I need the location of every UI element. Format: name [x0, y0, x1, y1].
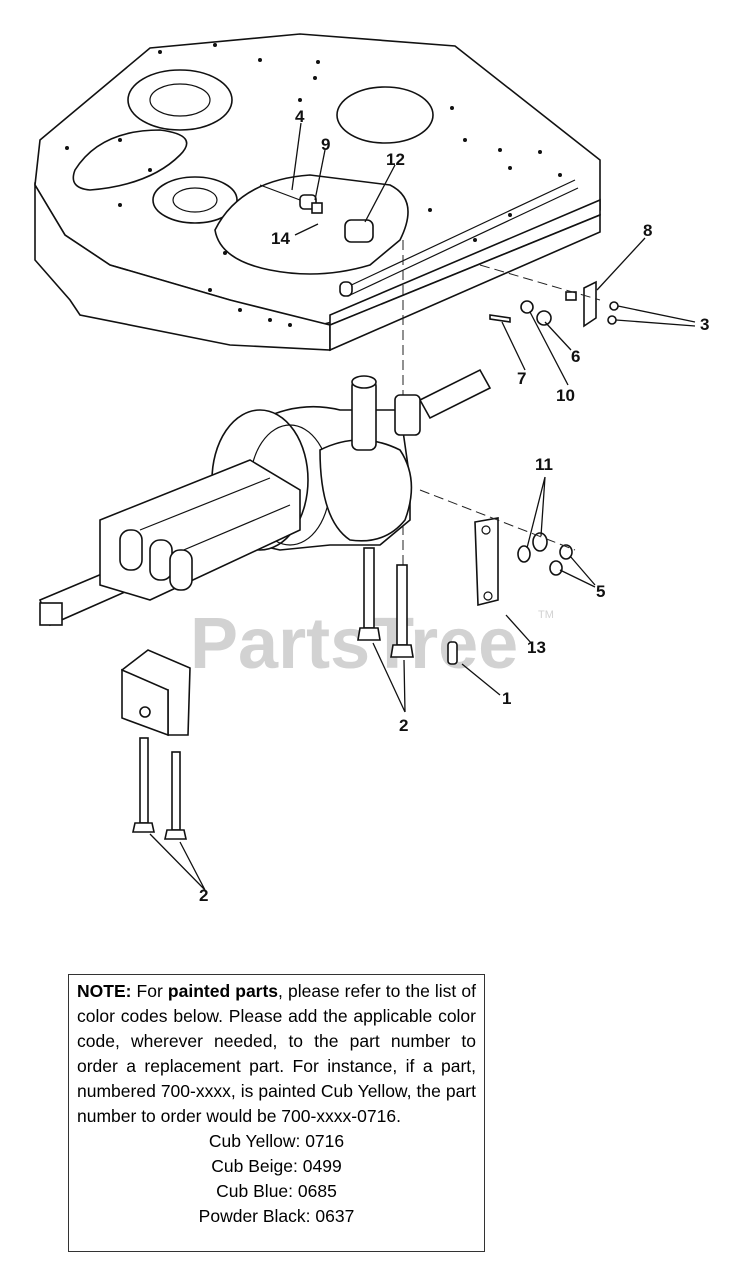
color-code-cub-blue: Cub Blue: 0685	[216, 1181, 337, 1201]
callout-5: 5	[596, 582, 605, 601]
painted-parts-note: NOTE: For painted parts, please refer to…	[68, 974, 485, 1252]
note-paragraph: NOTE: For painted parts, please refer to…	[77, 979, 476, 1129]
shift-bracket	[479, 264, 619, 328]
note-text-1: For	[131, 981, 168, 1001]
transaxle	[38, 368, 492, 658]
callout-6: 6	[571, 347, 580, 366]
frame-plate	[34, 33, 601, 352]
callout-8: 8	[643, 221, 652, 240]
note-label: NOTE:	[77, 981, 132, 1001]
parts-diagram: PartsTree TM	[34, 33, 709, 905]
callout-10: 10	[556, 386, 575, 405]
shift-lever	[419, 489, 576, 665]
watermark-text: PartsTree	[190, 604, 518, 684]
mounting-bracket	[121, 649, 191, 840]
leader-lines	[149, 122, 696, 891]
callout-12: 12	[386, 150, 405, 169]
callout-7: 7	[517, 369, 526, 388]
callout-1: 1	[502, 689, 511, 708]
callout-9: 9	[321, 135, 330, 154]
callout-13: 13	[527, 638, 546, 657]
note-text-2: , please refer to the list of color code…	[77, 981, 476, 1126]
color-code-cub-yellow: Cub Yellow: 0716	[208, 1131, 345, 1151]
callout-4: 4	[295, 107, 305, 126]
color-code-cub-beige: Cub Beige: 0499	[211, 1156, 342, 1176]
callout-2-upper: 2	[399, 716, 408, 735]
watermark-trademark: TM	[538, 609, 554, 621]
callout-11: 11	[535, 455, 553, 474]
callout-3: 3	[700, 315, 709, 334]
callout-14: 14	[271, 229, 290, 248]
note-emphasis: painted parts	[167, 981, 279, 1001]
color-code-powder-black: Powder Black: 0637	[198, 1206, 355, 1226]
callout-2-lower: 2	[199, 886, 208, 905]
